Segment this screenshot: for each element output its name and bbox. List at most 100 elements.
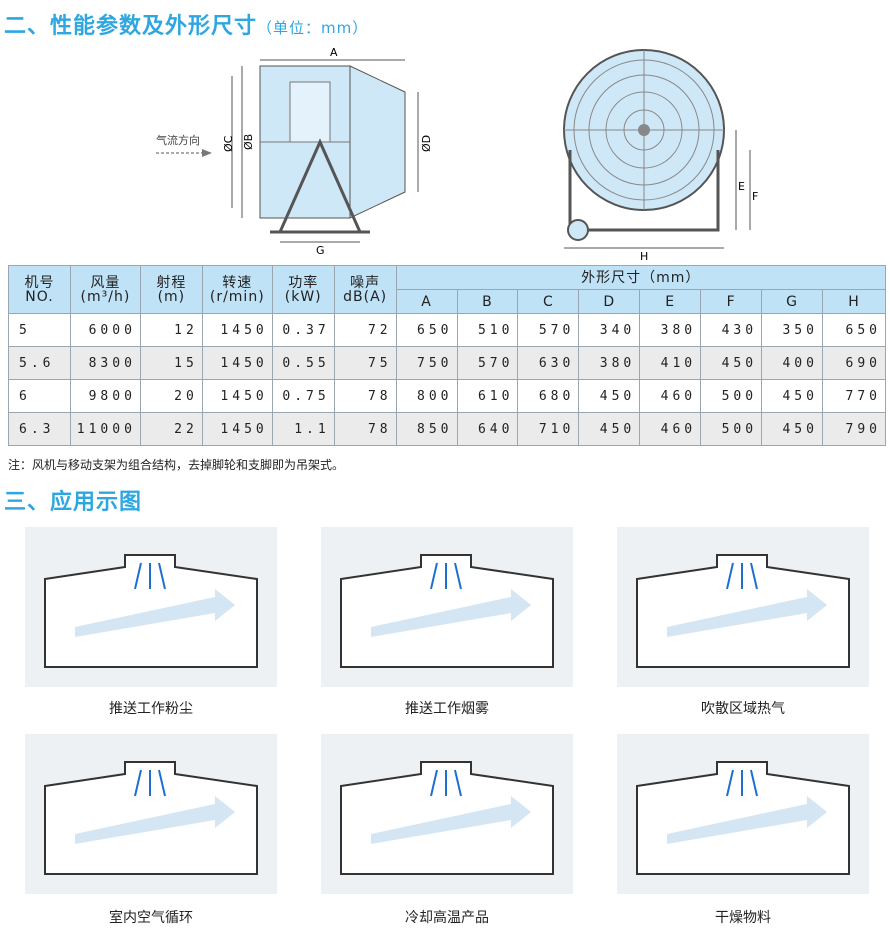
table-cell: 450	[761, 412, 823, 446]
table-cell: 450	[578, 379, 641, 413]
table-cell: 0.75	[271, 379, 335, 413]
application-panel	[321, 527, 573, 687]
table-cell: 630	[517, 346, 580, 380]
table-cell: 460	[639, 379, 702, 413]
table-cell: 1450	[201, 346, 273, 380]
fan-diagrams: 气流方向 A ØB ØC ØD G	[140, 40, 780, 263]
header-speed: 转速(r/min)	[201, 265, 273, 314]
airflow-direction-label: 气流方向	[156, 134, 200, 147]
application-caption: 室内空气循环	[109, 910, 193, 926]
table-cell: 8300	[69, 346, 141, 380]
section-title-performance: 二、性能参数及外形尺寸（单位：mm）	[4, 8, 368, 40]
dim-c-label: ØC	[222, 135, 235, 152]
application-drawing	[44, 761, 258, 875]
application-panel	[25, 527, 277, 687]
table-cell: 410	[639, 346, 702, 380]
table-cell: 1450	[201, 412, 273, 446]
table-cell: 650	[395, 313, 458, 347]
table-cell: 1450	[201, 379, 273, 413]
header-airflow: 风量(m³/h)	[69, 265, 141, 314]
header-dim-b: B	[456, 289, 519, 314]
dim-h-label: H	[640, 250, 648, 262]
table-cell: 5	[8, 313, 71, 347]
dim-g-label: G	[316, 244, 325, 257]
table-cell: 400	[761, 346, 823, 380]
header-dim-c: C	[517, 289, 580, 314]
unit-label: （单位：mm）	[257, 19, 369, 37]
dim-d-label: ØD	[420, 135, 433, 152]
table-cell: 460	[639, 412, 702, 446]
application-drawing	[636, 554, 850, 668]
table-cell: 500	[700, 379, 763, 413]
table-cell: 510	[456, 313, 519, 347]
table-cell: 770	[821, 379, 887, 413]
application-illustration	[25, 734, 277, 894]
dim-e-label: E	[738, 180, 745, 193]
table-cell: 78	[333, 412, 397, 446]
table-cell: 380	[639, 313, 702, 347]
table-cell: 500	[700, 412, 763, 446]
side-view-drawing: A ØB ØC ØD G	[222, 46, 433, 257]
table-cell: 650	[821, 313, 887, 347]
header-power: 功率(kW)	[271, 265, 335, 314]
header-dim-g: G	[761, 289, 823, 314]
application-panel	[321, 734, 573, 894]
application-illustration	[25, 527, 277, 687]
application-caption: 干燥物料	[715, 910, 771, 926]
application-drawing	[340, 761, 554, 875]
application-drawing	[636, 761, 850, 875]
table-cell: 790	[821, 412, 887, 446]
table-cell: 6.3	[8, 412, 71, 446]
application-illustration	[321, 734, 573, 894]
header-dim-e: E	[639, 289, 702, 314]
header-dim-d: D	[578, 289, 641, 314]
front-view-drawing: E F H	[563, 49, 758, 263]
table-cell: 800	[395, 379, 458, 413]
table-cell: 640	[456, 412, 519, 446]
header-dim-h: H	[821, 289, 887, 314]
application-caption: 冷却高温产品	[405, 910, 489, 926]
application-caption: 推送工作粉尘	[109, 701, 193, 717]
table-cell: 11000	[69, 412, 141, 446]
table-cell: 1.1	[271, 412, 335, 446]
table-cell: 350	[761, 313, 823, 347]
table-cell: 0.55	[271, 346, 335, 380]
table-cell: 22	[139, 412, 203, 446]
table-cell: 72	[333, 313, 397, 347]
application-illustration	[321, 527, 573, 687]
airflow-arrow-icon	[156, 149, 212, 157]
table-cell: 690	[821, 346, 887, 380]
section-title-text: 二、性能参数及外形尺寸	[4, 14, 258, 39]
table-cell: 1450	[201, 313, 273, 347]
section-title-applications: 三、应用示图	[4, 490, 143, 515]
header-range: 射程(m)	[139, 265, 203, 314]
table-cell: 0.37	[271, 313, 335, 347]
table-cell: 850	[395, 412, 458, 446]
table-cell: 75	[333, 346, 397, 380]
header-dim-f: F	[700, 289, 763, 314]
dim-a-label: A	[330, 46, 338, 59]
table-cell: 15	[139, 346, 203, 380]
table-cell: 450	[761, 379, 823, 413]
table-cell: 450	[700, 346, 763, 380]
table-cell: 750	[395, 346, 458, 380]
application-panel	[617, 527, 869, 687]
table-cell: 9800	[69, 379, 141, 413]
dim-f-label: F	[752, 190, 758, 203]
application-drawing	[340, 554, 554, 668]
table-cell: 6000	[69, 313, 141, 347]
table-cell: 610	[456, 379, 519, 413]
table-cell: 570	[517, 313, 580, 347]
table-cell: 570	[456, 346, 519, 380]
application-illustration	[617, 527, 869, 687]
table-cell: 340	[578, 313, 641, 347]
table-cell: 12	[139, 313, 203, 347]
application-panel	[25, 734, 277, 894]
header-dim-a: A	[395, 289, 458, 314]
header-dimensions: 外形尺寸（mm）	[395, 265, 887, 290]
